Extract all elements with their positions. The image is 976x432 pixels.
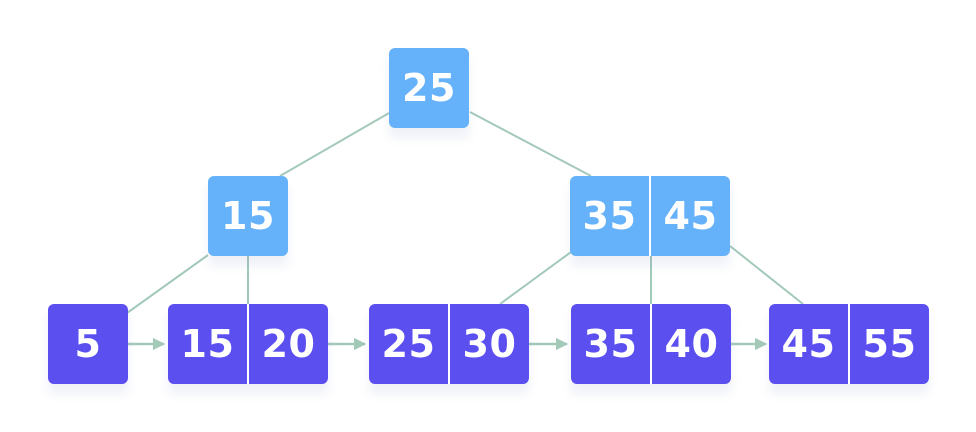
internal-node-15: 15	[208, 176, 288, 256]
node-key: 30	[448, 304, 529, 384]
leaf-node-45-55: 45 55	[769, 304, 929, 384]
root-node: 25	[389, 48, 469, 128]
node-key: 25	[402, 66, 456, 110]
edge-node-35-45-to-leaf-45-55	[729, 245, 804, 305]
node-key: 15	[221, 194, 275, 238]
node-key: 25	[381, 322, 436, 366]
edge-root-to-node-35-45	[469, 111, 592, 177]
node-key: 35	[582, 194, 637, 238]
edge-node-35-45-to-leaf-25-30	[499, 251, 572, 305]
leaf-node-25-30: 25 30	[369, 304, 529, 384]
leaf-node-15-20: 15 20	[168, 304, 328, 384]
node-key: 40	[650, 304, 731, 384]
internal-node-35-45: 35 45	[570, 176, 730, 256]
node-key: 20	[247, 304, 328, 384]
node-key: 45	[649, 176, 730, 256]
node-key: 15	[180, 322, 235, 366]
node-key: 5	[74, 322, 102, 366]
leaf-node-35-40: 35 40	[571, 304, 731, 384]
edge-root-to-node-15	[279, 112, 390, 177]
node-key: 35	[583, 322, 638, 366]
leaf-node-5: 5	[48, 304, 128, 384]
node-key: 45	[781, 322, 836, 366]
node-key: 55	[848, 304, 929, 384]
